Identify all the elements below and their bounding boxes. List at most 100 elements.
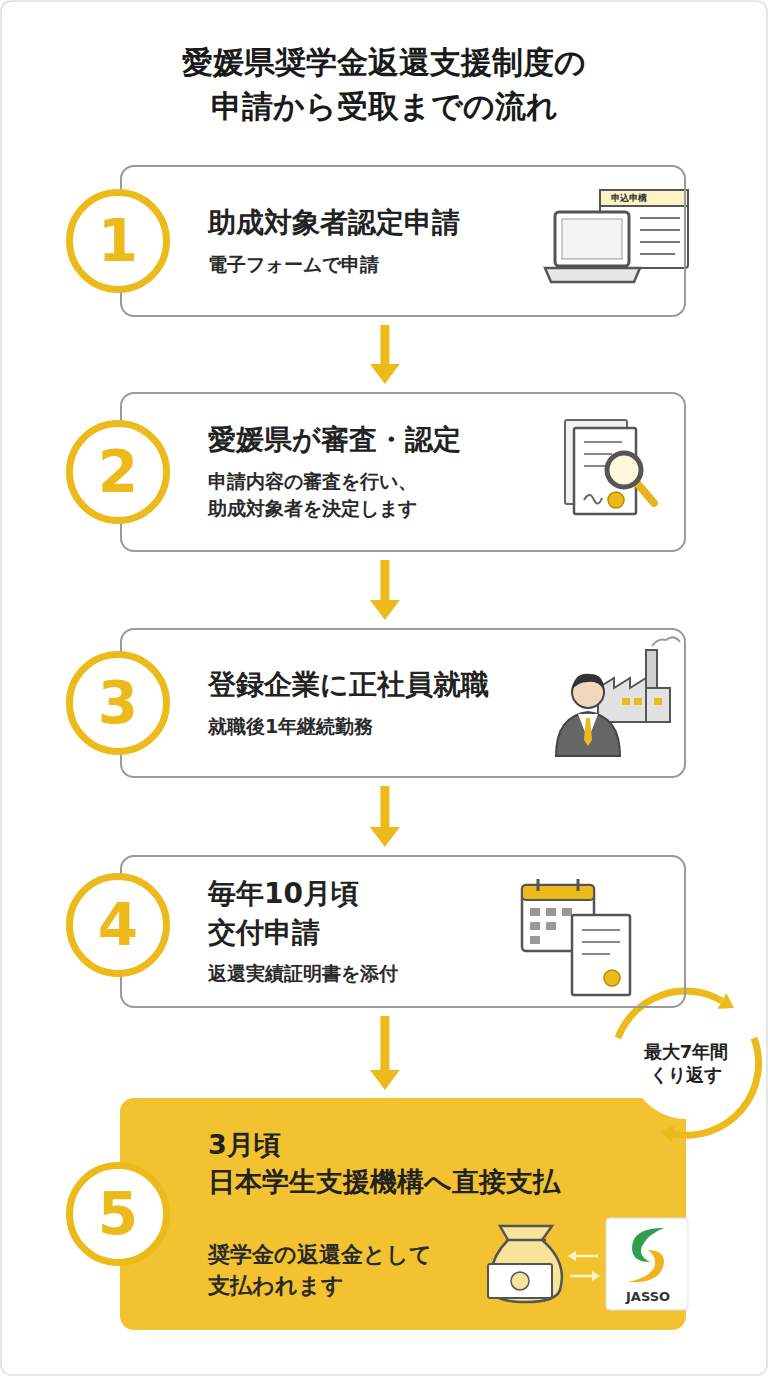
form-laptop-icon bbox=[562, 219, 622, 259]
flow-arrow bbox=[370, 1016, 400, 1090]
calendar-document-icon bbox=[546, 908, 556, 916]
form-laptop-icon bbox=[545, 268, 640, 282]
cycle-arrows bbox=[660, 1125, 675, 1143]
form-laptop-icon bbox=[600, 190, 688, 206]
review-icon bbox=[608, 492, 624, 508]
calendar-document-icon bbox=[577, 879, 580, 891]
step-heading: 毎年10月頃 交付申請 bbox=[208, 875, 408, 952]
employee-factory-icon bbox=[652, 637, 680, 646]
arrow-shaft bbox=[380, 786, 389, 829]
step-heading: 3月頃 日本学生支援機構へ直接支払 bbox=[208, 1126, 608, 1201]
review-icon bbox=[565, 420, 654, 514]
form-laptop-icon bbox=[640, 241, 680, 243]
calendar-document-icon bbox=[537, 879, 540, 891]
payment-step-box: 3月頃 日本学生支援機構へ直接支払奨学金の返還金として 支払われます bbox=[120, 1098, 686, 1330]
step-heading: 登録企業に正社員就職 bbox=[208, 666, 538, 705]
calendar-document-icon bbox=[530, 908, 540, 916]
money-icon bbox=[488, 1264, 552, 1298]
money-icon bbox=[506, 1239, 546, 1242]
form-laptop-icon bbox=[640, 229, 680, 231]
step-number-circle: 4 bbox=[66, 873, 170, 977]
employee-factory-icon bbox=[646, 688, 670, 722]
review-icon bbox=[584, 465, 606, 467]
step-box: 助成対象者認定申請電子フォームで申請 bbox=[120, 165, 686, 317]
arrow-shaft bbox=[380, 1016, 389, 1072]
step-number-circle: 2 bbox=[66, 420, 170, 524]
flow-arrow bbox=[370, 560, 400, 620]
step-number: 5 bbox=[98, 1185, 138, 1243]
arrow-head bbox=[370, 827, 400, 847]
review-icon bbox=[584, 441, 622, 443]
title-wrap: 愛媛県奨学金返還支援制度の 申請から受取までの流れ bbox=[0, 40, 768, 128]
employee-factory-icon bbox=[572, 674, 604, 690]
calendar-document-icon bbox=[522, 879, 630, 995]
jasso-logo bbox=[606, 1218, 688, 1310]
jasso-logo bbox=[606, 1218, 688, 1310]
employee-factory-icon bbox=[654, 698, 662, 705]
calendar-document-icon bbox=[582, 941, 620, 943]
arrow-head bbox=[370, 1070, 400, 1090]
cycle-arrows bbox=[718, 993, 735, 1009]
step-number: 3 bbox=[98, 674, 138, 732]
step-box: 毎年10月頃 交付申請返還実績証明書を添付 bbox=[120, 855, 686, 1008]
employee-factory-icon bbox=[622, 698, 630, 705]
calendar-document-icon bbox=[530, 936, 540, 944]
icon-label: JASSO bbox=[626, 1289, 670, 1304]
cycle-arrows bbox=[618, 991, 759, 1143]
calendar-document-icon bbox=[582, 953, 610, 955]
calendar-document-icon bbox=[562, 908, 572, 916]
step-number-circle: 1 bbox=[66, 189, 170, 293]
employee-factory-icon bbox=[598, 678, 646, 722]
step-number-circle: 5 bbox=[66, 1162, 170, 1266]
step-number-circle: 3 bbox=[66, 651, 170, 755]
form-laptop-icon bbox=[640, 253, 675, 255]
step-heading: 愛媛県が審査・認定 bbox=[208, 421, 538, 460]
arrow-head bbox=[370, 364, 400, 384]
employee-factory-icon bbox=[556, 637, 680, 756]
form-laptop-icon bbox=[555, 212, 629, 266]
form-laptop-icon bbox=[640, 217, 680, 219]
step-description: 奨学金の返還金として 支払われます bbox=[208, 1239, 483, 1303]
final-step-fill bbox=[120, 1098, 686, 1330]
diagram-title: 愛媛県奨学金返還支援制度の 申請から受取までの流れ bbox=[124, 40, 644, 128]
employee-factory-icon bbox=[634, 698, 642, 705]
review-icon bbox=[584, 453, 612, 455]
step-box: 愛媛県が審査・認定申請内容の審査を行い、 助成対象者を決定します bbox=[120, 392, 686, 552]
arrow-shaft bbox=[380, 560, 389, 602]
step-number: 4 bbox=[98, 896, 138, 954]
review-icon bbox=[584, 495, 602, 504]
jasso-logo bbox=[628, 1250, 664, 1282]
employee-factory-icon bbox=[556, 712, 620, 756]
calendar-document-icon bbox=[546, 922, 556, 930]
step-description: 申請内容の審査を行い、 助成対象者を決定します bbox=[208, 468, 553, 523]
calendar-document-icon bbox=[522, 885, 594, 900]
calendar-document-icon bbox=[604, 970, 620, 986]
review-icon bbox=[636, 482, 654, 503]
repeat-note: 最大7年間 くり返す bbox=[640, 1040, 732, 1087]
icon-label: 申込申構 bbox=[611, 192, 647, 205]
step-number: 1 bbox=[98, 212, 138, 270]
arrow-head bbox=[370, 600, 400, 620]
step-description: 電子フォームで申請 bbox=[208, 251, 538, 279]
flow-arrow bbox=[370, 325, 400, 384]
employee-factory-icon bbox=[584, 718, 592, 746]
money-icon bbox=[488, 1226, 600, 1302]
final-step-fill bbox=[120, 1098, 686, 1330]
step-description: 返還実績証明書を添付 bbox=[208, 960, 508, 988]
step-heading: 助成対象者認定申請 bbox=[208, 204, 538, 243]
step-description: 就職後1年継続勤務 bbox=[208, 713, 538, 741]
step-box: 登録企業に正社員就職就職後1年継続勤務 bbox=[120, 628, 686, 778]
money-icon bbox=[568, 1251, 576, 1261]
form-laptop-icon bbox=[545, 190, 688, 282]
money-icon bbox=[592, 1271, 600, 1281]
flow-arrow bbox=[370, 786, 400, 847]
arrow-shaft bbox=[380, 325, 389, 366]
repeat-cycle-circle: 最大7年間 くり返す bbox=[630, 1007, 742, 1119]
calendar-document-icon bbox=[572, 915, 630, 995]
money-icon bbox=[511, 1272, 529, 1290]
calendar-document-icon bbox=[582, 929, 620, 931]
review-icon bbox=[607, 453, 641, 487]
